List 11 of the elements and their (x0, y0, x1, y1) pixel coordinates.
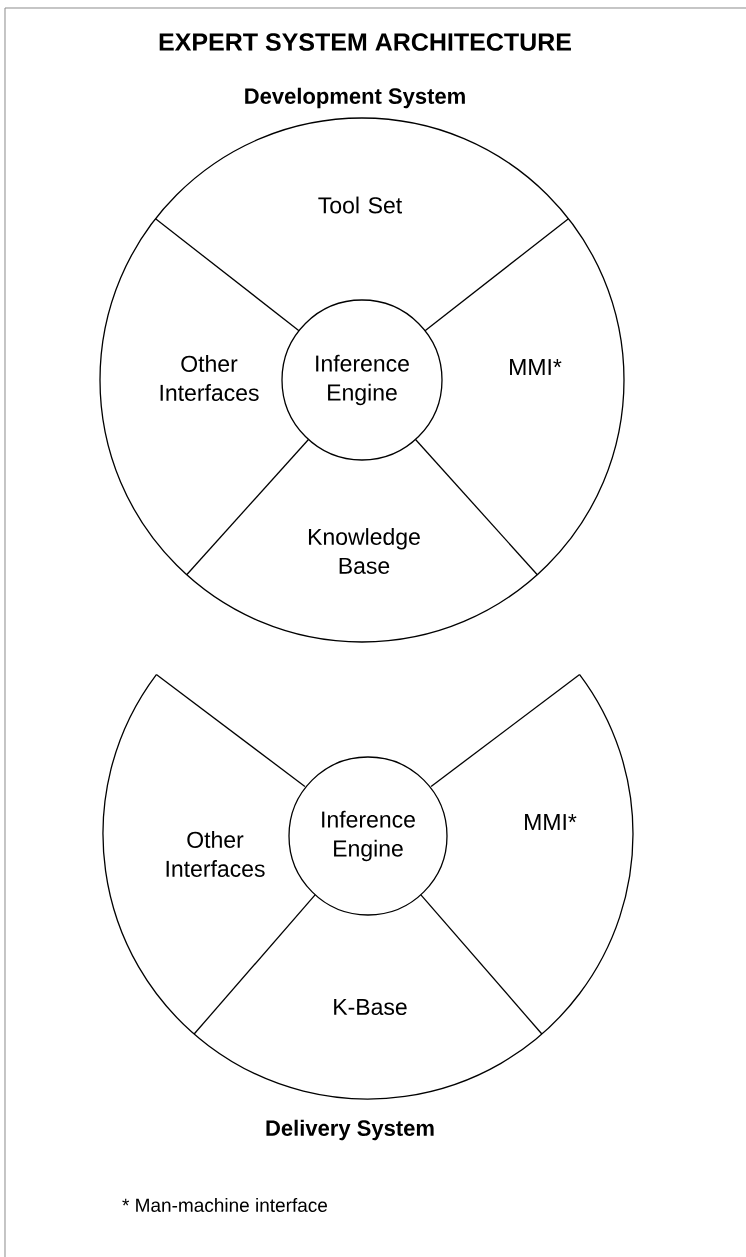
footnote: * Man-machine interface (122, 1198, 327, 1212)
sector-label: Other Interfaces (166, 831, 265, 877)
sector-label: K-Base (334, 999, 407, 1015)
sector-label: Knowledge Base (309, 528, 420, 574)
title: EXPERT SYSTEM ARCHITECTURE (159, 33, 571, 51)
sector-label: Tool Set (318, 196, 402, 214)
sector-label: MMI* (525, 814, 577, 830)
system-heading: Development System (245, 87, 465, 109)
sector-label: Other Interfaces (160, 355, 259, 401)
system-heading: Delivery System (266, 1119, 434, 1141)
sector-label: MMI* (510, 359, 562, 375)
